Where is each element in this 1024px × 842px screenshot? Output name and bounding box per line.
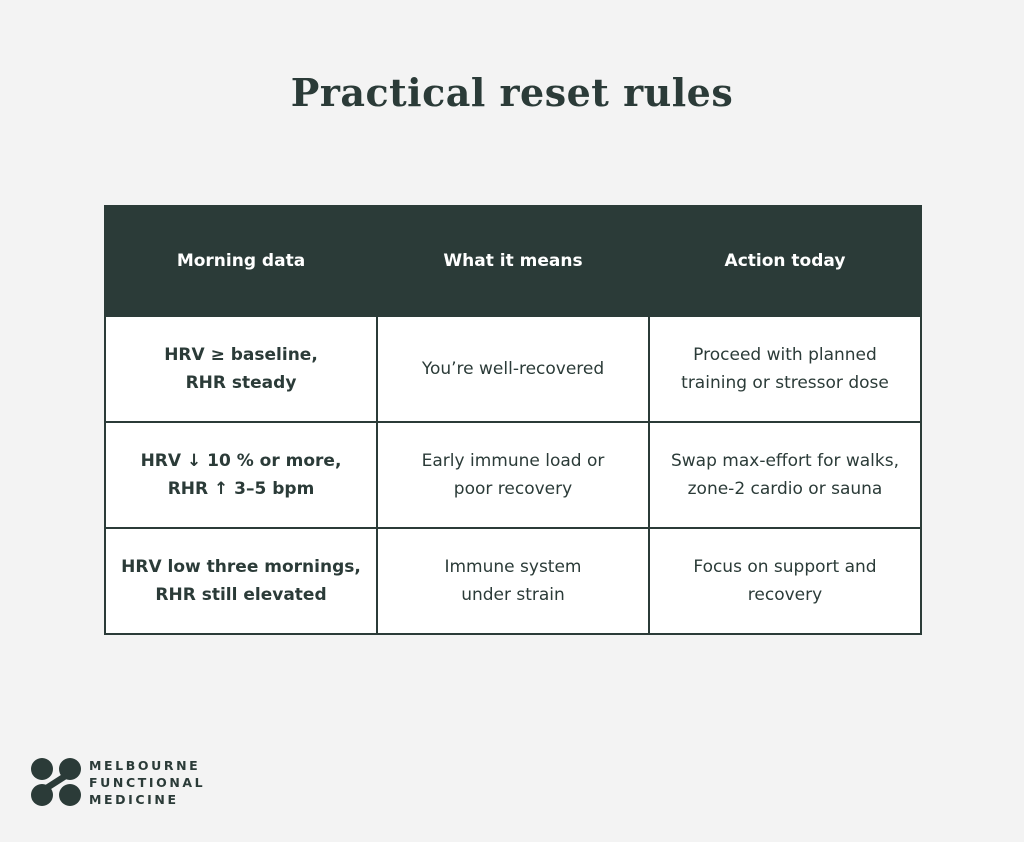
column-header-action-today: Action today bbox=[648, 205, 922, 317]
table-row: HRV ≥ baseline, RHR steady You’re well-r… bbox=[104, 315, 922, 423]
brand-line-2: FUNCTIONAL bbox=[89, 775, 206, 790]
morning-data-cell: HRV ≥ baseline, RHR steady bbox=[104, 315, 378, 423]
column-header-what-it-means: What it means bbox=[376, 205, 650, 317]
action-cell: Swap max-effort for walks, zone-2 cardio… bbox=[648, 421, 922, 529]
table-header-row: Morning data What it means Action today bbox=[104, 205, 922, 317]
brand-line-1: MELBOURNE bbox=[89, 758, 201, 773]
action-cell: Proceed with planned training or stresso… bbox=[648, 315, 922, 423]
reset-rules-table: Morning data What it means Action today … bbox=[104, 205, 922, 635]
morning-data-cell: HRV low three mornings, RHR still elevat… bbox=[104, 527, 378, 635]
brand-line-3: MEDICINE bbox=[89, 792, 179, 807]
meaning-cell: Immune system under strain bbox=[376, 527, 650, 635]
column-header-morning-data: Morning data bbox=[104, 205, 378, 317]
brand-wordmark: MELBOURNE FUNCTIONAL MEDICINE bbox=[89, 757, 205, 808]
meaning-cell: Early immune load or poor recovery bbox=[376, 421, 650, 529]
action-cell: Focus on support and recovery bbox=[648, 527, 922, 635]
brand-logo-icon bbox=[31, 758, 81, 806]
morning-data-cell: HRV ↓ 10 % or more, RHR ↑ 3–5 bpm bbox=[104, 421, 378, 529]
meaning-cell: You’re well-recovered bbox=[376, 315, 650, 423]
table-row: HRV ↓ 10 % or more, RHR ↑ 3–5 bpm Early … bbox=[104, 421, 922, 529]
table-row: HRV low three mornings, RHR still elevat… bbox=[104, 527, 922, 635]
page-title: Practical reset rules bbox=[290, 70, 734, 115]
